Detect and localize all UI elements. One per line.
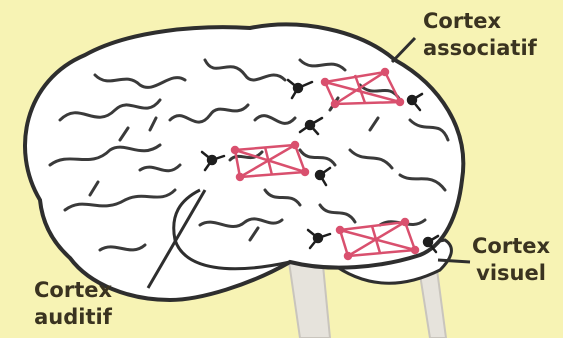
label-cortex-visuel-line1: Cortex [472, 233, 550, 260]
label-cortex-associatif: Cortex associatif [423, 8, 537, 62]
label-cortex-auditif-line1: Cortex [34, 277, 112, 304]
label-cortex-visuel: Cortex visuel [472, 233, 550, 287]
leader-line-associatif [392, 38, 415, 62]
label-cortex-associatif-line2: associatif [423, 35, 537, 62]
label-cortex-auditif: Cortex auditif [34, 277, 112, 331]
label-cortex-associatif-line1: Cortex [423, 8, 537, 35]
label-cortex-auditif-line2: auditif [34, 304, 112, 331]
label-cortex-visuel-line2: visuel [472, 260, 550, 287]
brain-outline [25, 25, 463, 300]
leader-line-visuel [438, 260, 470, 262]
